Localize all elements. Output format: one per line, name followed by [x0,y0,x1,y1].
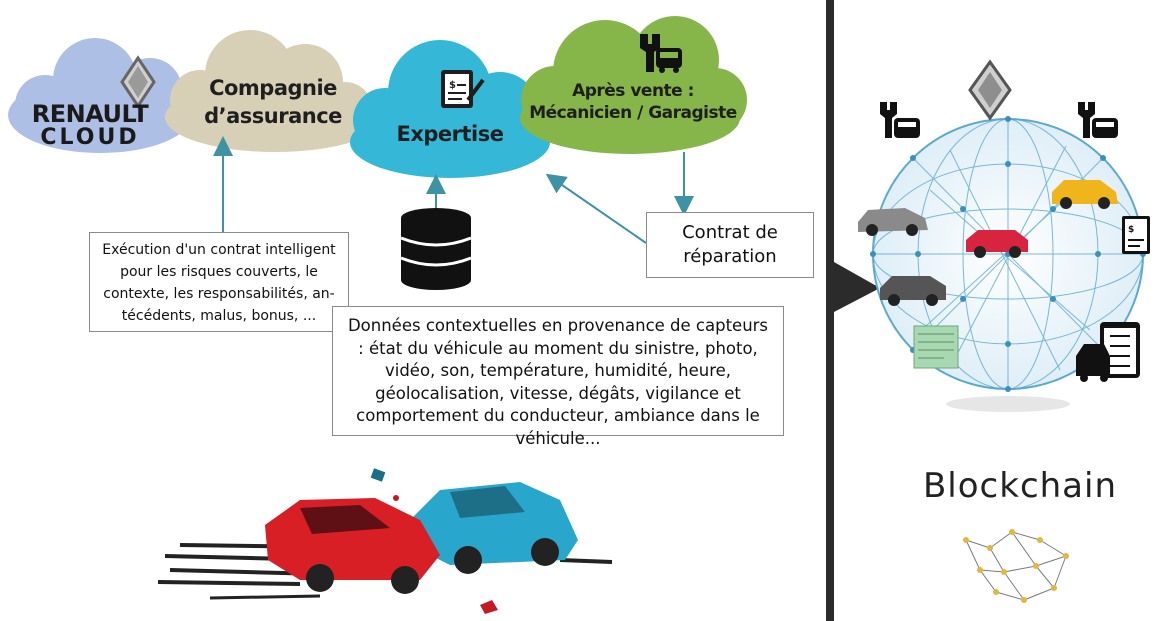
renault-cloud-line1: RENAULT [31,100,149,128]
renault-cloud-line2: CLOUD [40,125,140,150]
renault-logo-icon [120,55,156,109]
insurance-cloud-text: Compagnie d’assurance [204,76,342,128]
car-dark-icon [880,276,946,306]
svg-text:$: $ [449,80,456,91]
repair-contract-box: Contrat de réparation [646,212,814,278]
aftersales-cloud [520,16,747,154]
car-yellow-icon [1052,180,1118,209]
insurance-certificate-icon [913,325,959,369]
mechanic-icon-left [880,102,920,138]
smart-contract-box: Exécution d'un contrat intelligent pour … [89,232,349,332]
expertise-cloud [350,40,550,178]
expertise-cloud-text: Expertise [396,122,504,146]
arrow-repair-to-expertise [545,173,647,244]
renault-cloud-label: RENAULT CLOUD [20,102,160,150]
blockchain-network-icon [963,529,1069,603]
car-gray-icon [858,208,928,236]
repair-contract-line2: réparation [683,246,777,267]
insurance-cloud-label: Compagnie d’assurance [188,74,358,130]
mechanic-icon-right [1078,102,1118,138]
car-red-icon [966,230,1028,258]
insurance-cloud [165,30,385,152]
expertise-cloud-label: Expertise [380,122,520,146]
aftersales-cloud-line2: Mécanicien / Garagiste [529,103,737,123]
aftersales-cloud-line1: Après vente : [572,81,694,101]
svg-text:$: $ [1128,225,1134,235]
blockchain-title: Blockchain [922,466,1118,506]
aftersales-cloud-label: Après vente : Mécanicien / Garagiste [522,80,744,124]
sensor-data-box: Données contextuelles en provenance de c… [332,306,784,448]
divider-arrow-icon [834,262,880,312]
car-checklist-icon [1076,322,1140,382]
car-crash-illustration [157,468,613,614]
invoice-icon: $ [1122,216,1150,254]
repair-contract-line1: Contrat de [682,222,778,243]
mechanic-icon [640,34,682,73]
document-icon: $ [441,70,485,108]
smart-contract-text: Exécution d'un contrat intelligent pour … [102,242,336,324]
renault-logo-icon-right [968,59,1012,121]
section-divider [826,0,834,621]
database-icon [400,208,472,290]
sensor-data-text: Données contextuelles en provenance de c… [347,316,769,448]
